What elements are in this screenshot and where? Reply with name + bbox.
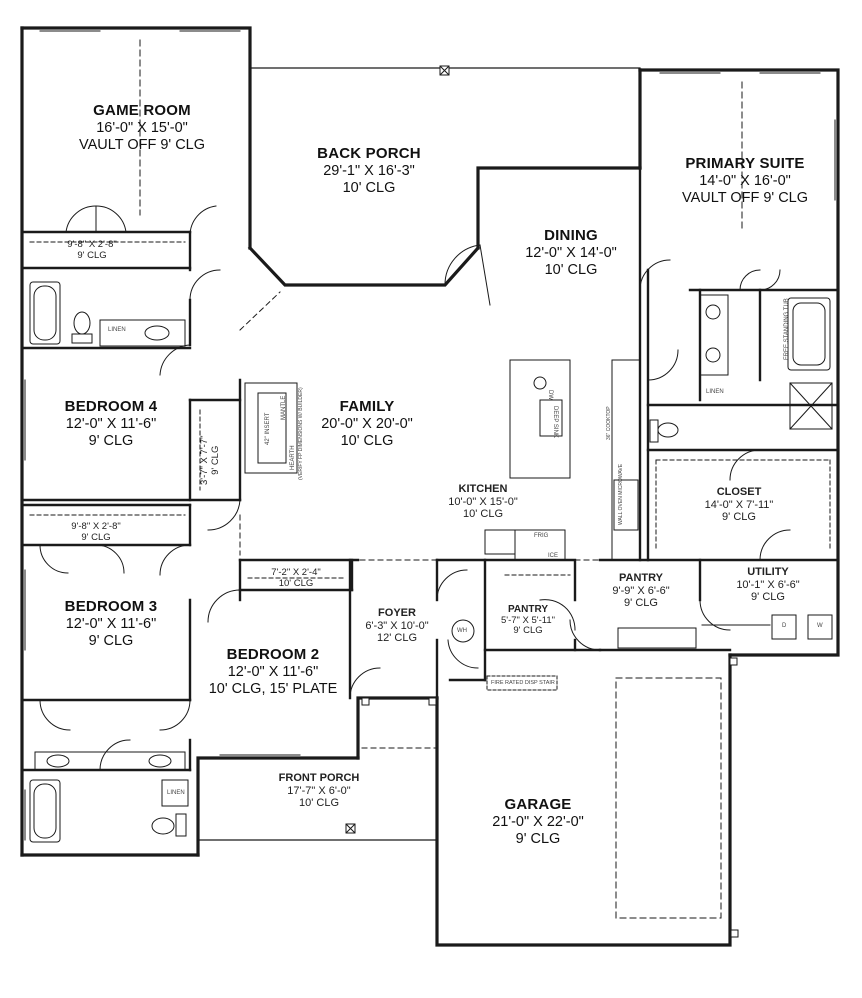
room-ceiling: VAULT OFF 9' CLG [78, 136, 206, 153]
bedroom-4-label: BEDROOM 4 12'-0" X 11'-6" 9' CLG [65, 398, 158, 450]
room-ceiling: 12' CLG [376, 632, 417, 645]
wh-label: WH [457, 628, 467, 634]
room-ceiling: 9' CLG [88, 632, 134, 649]
bed3-closet-label: 9'-8" X 2'-8" 9' CLG [71, 521, 121, 544]
closet-ceiling: 10' CLG [278, 577, 314, 589]
room-dims: 9'-9" X 6'-6" [612, 584, 670, 597]
room-dims: 20'-0" X 20'-0" [321, 415, 413, 432]
utility-label: UTILITY 10'-1" X 6'-6" 9' CLG [736, 566, 799, 604]
kitchen-label: KITCHEN 10'-0" X 15'-0" 10' CLG [448, 483, 518, 521]
interior-walls [20, 166, 840, 772]
room-ceiling: 9' CLG [624, 597, 658, 610]
room-ceiling: 10' CLG [544, 261, 598, 278]
room-dims: 17'-7" X 6'-0" [287, 784, 351, 797]
closet-ceiling: 9' CLG [209, 445, 221, 475]
room-name: GARAGE [504, 796, 572, 813]
room-name: DINING [544, 227, 598, 244]
wall-oven-label: WALL OVEN MICROWAVE [618, 463, 624, 525]
dryer-label: D [782, 623, 787, 629]
dw-label: DW [547, 390, 553, 400]
room-dims: 14'-0" X 7'-11" [704, 498, 774, 511]
game-closet-label: 9'-8" X 2'-8" 9' CLG [67, 239, 117, 262]
room-ceiling: 10' CLG [342, 179, 396, 196]
game-room-label: GAME ROOM 16'-0" X 15'-0" VAULT OFF 9' C… [79, 102, 205, 154]
family-label: FAMILY 20'-0" X 20'-0" 10' CLG [321, 398, 413, 450]
room-name: BEDROOM 3 [64, 598, 158, 615]
closet-dims: 7'-2" X 2'-4" [271, 567, 321, 578]
ice-label: ICE [548, 553, 559, 559]
room-name: BACK PORCH [317, 145, 421, 162]
bedroom-3-label: BEDROOM 3 12'-0" X 11'-6" 9' CLG [65, 598, 158, 650]
room-name: CLOSET [716, 486, 762, 498]
room-ceiling: 9' CLG [515, 830, 561, 847]
room-ceiling: 9' CLG [722, 511, 756, 524]
room-dims: 6'-3" X 10'-0" [365, 619, 429, 632]
windows [24, 30, 836, 946]
linen-label-2: LINEN [167, 790, 185, 796]
room-name: PRIMARY SUITE [685, 155, 805, 172]
hearth-note-label: (VERIFY FP DIMENSIONS W/ BUILDER) [298, 387, 304, 480]
room-dims: 21'-0" X 22'-0" [492, 813, 584, 830]
room-name: BEDROOM 4 [64, 398, 158, 415]
room-dims: 16'-0" X 15'-0" [96, 119, 188, 136]
room-dims: 14'-0" X 16'-0" [699, 172, 791, 189]
tub-label: FREE STANDING TUB [784, 298, 790, 360]
primary-suite-label: PRIMARY SUITE 14'-0" X 16'-0" VAULT OFF … [682, 155, 808, 207]
room-name: FOYER [378, 607, 416, 619]
back-porch-label: BACK PORCH 29'-1" X 16'-3" 10' CLG [317, 145, 421, 197]
closet-dims: 9'-8" X 2'-8" [67, 239, 117, 250]
room-ceiling: 9' CLG [751, 591, 785, 604]
room-name: FAMILY [339, 398, 395, 415]
garage-label: GARAGE 21'-0" X 22'-0" 9' CLG [492, 796, 584, 848]
room-dims: 10'-0" X 15'-0" [448, 495, 518, 508]
room-ceiling: 10' CLG [462, 508, 503, 521]
closet-dims: 9'-8" X 2'-8" [71, 521, 121, 532]
mantle-label: MANTLE [281, 395, 287, 420]
room-name: BEDROOM 2 [226, 646, 320, 663]
linen-label-1: LINEN [108, 327, 126, 333]
room-dims: 12'-0" X 14'-0" [525, 244, 617, 261]
linen-label-3: LINEN [706, 389, 724, 395]
foyer-label: FOYER 6'-3" X 10'-0" 12' CLG [365, 607, 428, 645]
pantry-small-label: PANTRY 5'-7" X 5'-11" 9' CLG [501, 604, 555, 637]
fire-rated-stair-label: FIRE RATED DISP STAIR [491, 680, 555, 686]
room-ceiling: VAULT OFF 9' CLG [681, 189, 809, 206]
room-name: KITCHEN [458, 483, 508, 495]
room-ceiling: 10' CLG, 15' PLATE [208, 680, 338, 697]
room-dims: 10'-1" X 6'-6" [736, 578, 800, 591]
door-swings [39, 205, 791, 771]
room-ceiling: 9' CLG [513, 625, 543, 637]
room-dims: 29'-1" X 16'-3" [323, 162, 415, 179]
room-dims: 5'-7" X 5'-11" [500, 614, 556, 626]
bed2-closet-label: 7'-2" X 2'-4" 10' CLG [271, 567, 321, 590]
room-ceiling: 10' CLG [340, 432, 394, 449]
room-dims: 12'-0" X 11'-6" [65, 415, 157, 432]
room-dims: 12'-0" X 11'-6" [65, 615, 157, 632]
dining-label: DINING 12'-0" X 14'-0" 10' CLG [525, 227, 617, 279]
frig-label: FRIG [534, 533, 549, 539]
cooktop-label: 36" COOKTOP [606, 406, 612, 440]
closet-ceiling: 9' CLG [81, 531, 111, 543]
room-name: GAME ROOM [93, 102, 191, 119]
fixture-lines [29, 39, 833, 919]
room-ceiling: 10' CLG [298, 797, 340, 810]
deep-sink-label: DEEP SINK [552, 406, 558, 438]
room-ceiling: 9' CLG [88, 432, 134, 449]
room-name: PANTRY [618, 572, 663, 584]
pantry-main-label: PANTRY 9'-9" X 6'-6" 9' CLG [612, 572, 669, 610]
bed4-closet-label: 3'-7" X 7'-7" 9' CLG [199, 436, 222, 485]
closet-ceiling: 9' CLG [77, 249, 107, 261]
room-dims: 12'-0" X 11'-6" [227, 663, 319, 680]
front-porch-label: FRONT PORCH 17'-7" X 6'-0" 10' CLG [279, 772, 360, 810]
fireplace-insert-label: 42" INSERT [265, 412, 271, 445]
bedroom-2-label: BEDROOM 2 12'-0" X 11'-6" 10' CLG, 15' P… [209, 646, 338, 698]
closet-label: CLOSET 14'-0" X 7'-11" 9' CLG [705, 486, 774, 524]
room-name: PANTRY [508, 604, 548, 615]
washer-label: W [817, 623, 823, 629]
room-name: FRONT PORCH [278, 772, 360, 784]
hearth-label: HEARTH [290, 445, 296, 470]
room-name: UTILITY [747, 566, 789, 578]
